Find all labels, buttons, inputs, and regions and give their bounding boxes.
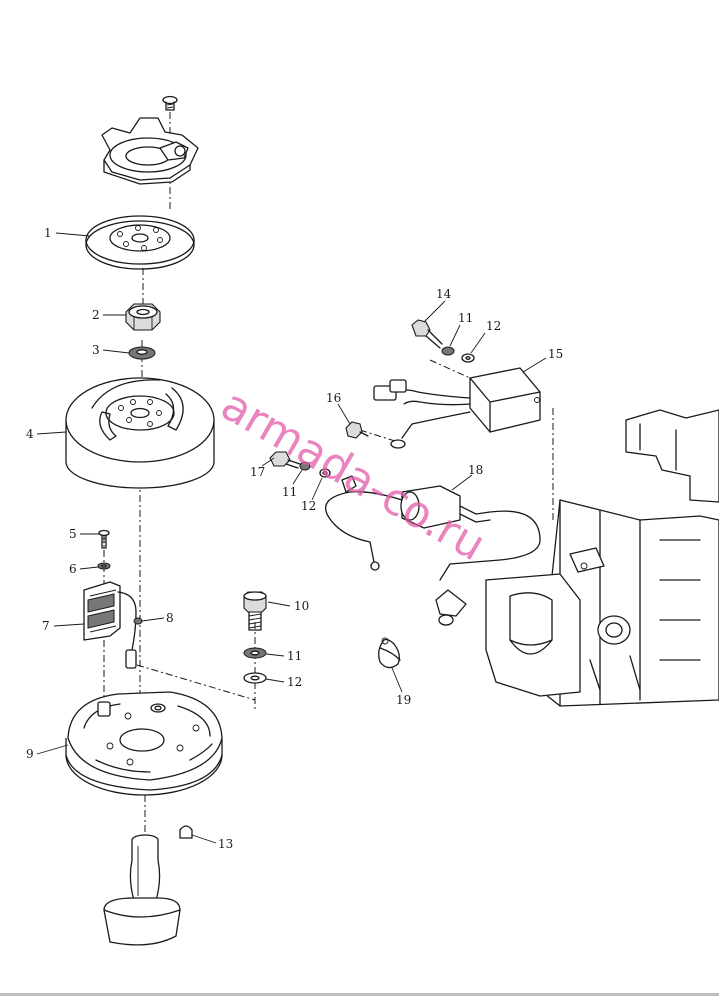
part-12-washer-upper	[461, 353, 475, 363]
part-15-cdi-unit	[373, 367, 541, 449]
part-1-cup-plate	[85, 215, 195, 270]
callout-9: 9	[26, 747, 34, 761]
center-axis	[103, 112, 554, 838]
part-7-charge-coil	[83, 581, 143, 669]
callout-11a: 11	[287, 649, 302, 663]
part-10-bolt	[243, 591, 267, 631]
part-3-washer	[128, 346, 156, 360]
part-5-screw	[98, 529, 110, 549]
callout-13: 13	[218, 837, 233, 851]
engine-crankcase	[485, 409, 719, 707]
part-18-ignition-coil	[324, 475, 541, 626]
callout-8: 8	[166, 611, 174, 625]
callout-12c: 12	[301, 499, 316, 513]
callout-15: 15	[548, 347, 563, 361]
callout-3: 3	[92, 343, 100, 357]
callout-7: 7	[42, 619, 50, 633]
leader-lines	[36, 232, 547, 844]
callout-4: 4	[26, 427, 34, 441]
callout-2: 2	[92, 308, 100, 322]
callout-19: 19	[396, 693, 411, 707]
callout-6: 6	[69, 562, 77, 576]
callout-16: 16	[326, 391, 341, 405]
part-13-woodruff-key	[179, 825, 193, 839]
part-17-bolt	[269, 451, 301, 469]
part-12-washer-lower	[243, 672, 267, 684]
starter-cam-bracket	[101, 117, 199, 185]
callout-14: 14	[436, 287, 452, 301]
part-11-washer-lower	[243, 647, 267, 659]
callout-12a: 12	[287, 675, 302, 689]
bottom-rule	[0, 993, 719, 996]
callout-5: 5	[69, 527, 77, 541]
part-9-stator-plate	[65, 691, 223, 796]
callout-12b: 12	[486, 319, 501, 333]
part-11-washer-upper	[441, 346, 455, 356]
callout-11c: 11	[282, 485, 297, 499]
callout-numbers: 1 2 3 4 5 6 7 8 9 10 11 12 13 14 11 12 1…	[26, 226, 563, 851]
top-screw	[162, 95, 178, 111]
callout-18: 18	[468, 463, 483, 477]
part-14-bolt	[411, 319, 443, 349]
part-11-washer-middle	[299, 461, 311, 471]
part-12-washer-middle	[319, 468, 331, 478]
part-6-washer	[97, 562, 111, 570]
part-19-wire-clip	[378, 637, 401, 669]
part-4-flywheel	[65, 377, 215, 489]
part-2-nut	[125, 303, 161, 331]
callout-10: 10	[294, 599, 309, 613]
callout-17: 17	[250, 465, 265, 479]
part-16-bolt	[345, 421, 369, 439]
callout-1: 1	[44, 226, 52, 240]
crankshaft	[103, 834, 181, 946]
callout-11b: 11	[458, 311, 473, 325]
